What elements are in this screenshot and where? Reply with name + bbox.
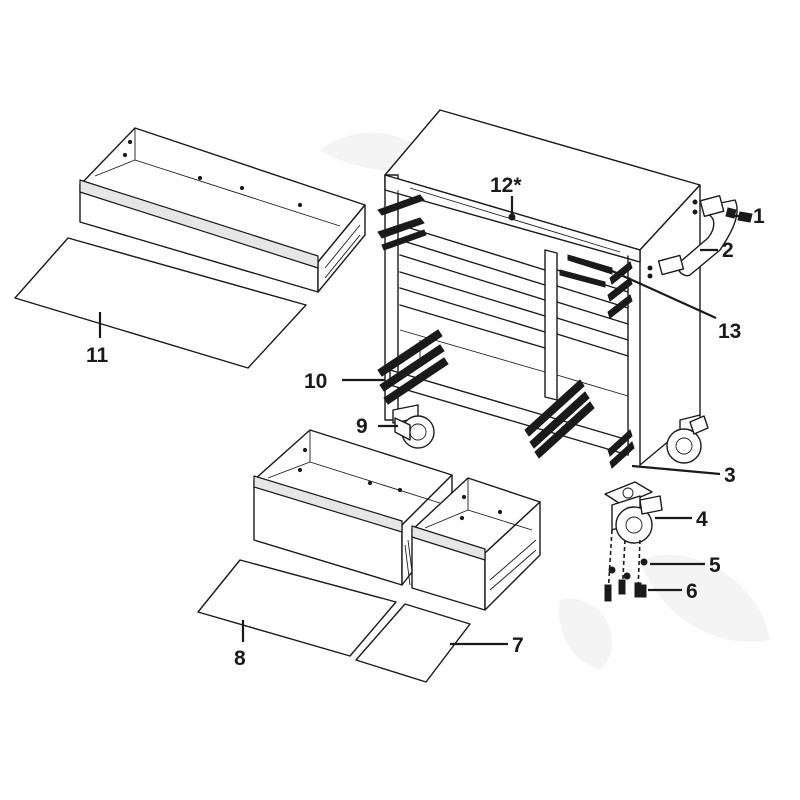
small-drawer-liner [355,603,471,683]
drawer-slides [377,194,635,469]
label-part-7: 7 [512,634,524,657]
small-drawer [411,477,541,611]
label-part-5: 5 [709,554,721,577]
top-tray-liner [14,237,307,369]
leader-lines [98,196,748,646]
label-part-1: 1 [753,205,765,228]
large-drawer-liner [197,559,397,657]
label-part-13: 13 [718,320,741,343]
label-part-11: 11 [86,344,109,367]
label-part-10: 10 [304,370,327,393]
part-labels: 1 2 3 4 5 6 7 8 9 10 11 12* 13 [86,174,765,670]
top-tray-drawer [79,127,366,293]
cabinet-casters [392,404,709,464]
label-part-12: 12* [490,174,522,197]
caster-assembly [604,481,663,602]
label-part-3: 3 [724,464,736,487]
label-part-2: 2 [722,239,734,262]
label-part-4: 4 [696,508,708,531]
label-part-8: 8 [234,647,246,670]
label-part-6: 6 [686,580,698,603]
cabinet-body [384,109,701,466]
label-part-9: 9 [356,415,368,438]
